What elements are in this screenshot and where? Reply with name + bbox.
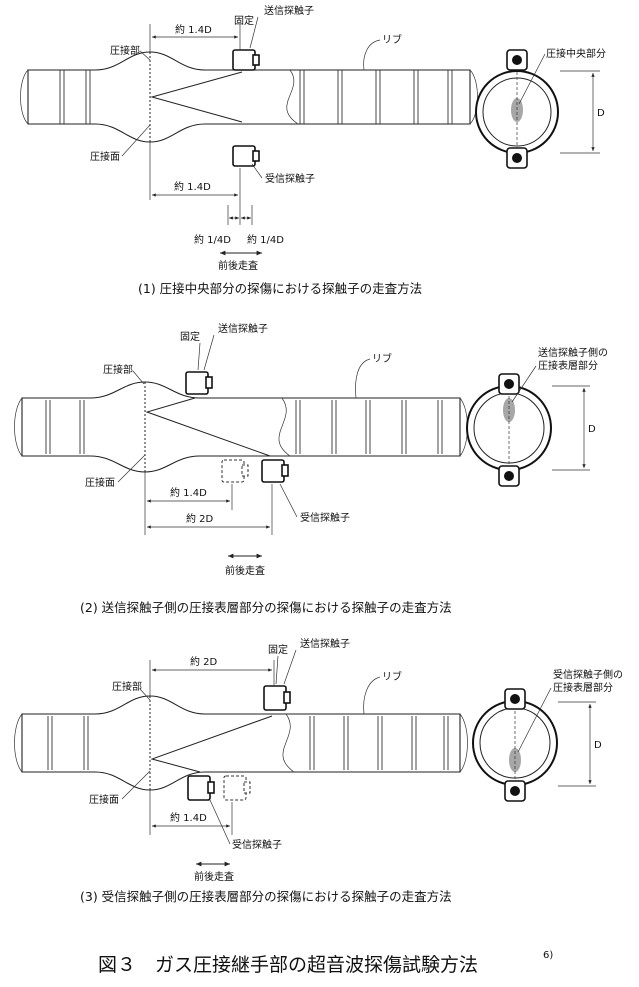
label-transmit-probe-3: 送信探触子 xyxy=(300,637,350,650)
receive-probe-1 xyxy=(232,145,260,167)
dim-2d-2: 約 2D xyxy=(186,512,214,525)
receive-probe-prev-2 xyxy=(221,459,249,483)
label-d-1: D xyxy=(597,108,605,119)
label-fixed-1: 固定 xyxy=(234,14,254,27)
label-rx-side-surface-line2-3: 圧接表層部分 xyxy=(553,681,613,694)
label-rib-2: リブ xyxy=(372,352,392,365)
label-d-2: D xyxy=(588,424,596,435)
label-weld-3: 圧接部 xyxy=(112,680,142,693)
beam-path-2 xyxy=(145,397,271,457)
panel-1: 約 1.4D 約 1.4D 約 1/4D 約 1/4D 前後走査 圧接部 圧接面… xyxy=(20,4,606,296)
label-rib-3: リブ xyxy=(382,670,402,683)
label-receive-probe-1: 受信探触子 xyxy=(265,172,315,185)
label-tx-side-surface-line2-2: 圧接表層部分 xyxy=(538,359,598,372)
caption-3: (3) 受信探触子側の圧接表層部分の探傷における探触子の走査方法 xyxy=(80,889,452,904)
caption-2: (2) 送信探触子側の圧接表層部分の探傷における探触子の走査方法 xyxy=(80,600,452,615)
label-receive-probe-2: 受信探触子 xyxy=(300,511,350,524)
cross-section-1 xyxy=(475,49,600,169)
label-rx-side-surface-line1-3: 受信探触子側の xyxy=(553,668,623,681)
transmit-probe-3 xyxy=(263,685,291,711)
scan-area-spot-3 xyxy=(509,748,521,772)
receive-probe-2 xyxy=(261,459,289,483)
transmit-probe-2 xyxy=(185,371,213,395)
dim-1-4d-bottom-1: 約 1.4D xyxy=(174,180,211,193)
beam-path-1 xyxy=(150,71,243,123)
transmit-probe-1 xyxy=(232,49,260,71)
label-tx-side-surface-line1-2: 送信探触子側の xyxy=(538,346,608,359)
panel-2: 約 1.4D 約 2D 前後走査 圧接部 圧接面 固定 送信探触子 受信探触子 … xyxy=(14,322,608,615)
scan-fore-aft-2: 前後走査 xyxy=(225,564,265,577)
dim-2d-3: 約 2D xyxy=(190,655,218,668)
dim-quarter-d-right-1: 約 1/4D xyxy=(247,233,284,246)
scan-fore-aft-3: 前後走査 xyxy=(194,870,234,883)
label-rib-1: リブ xyxy=(382,33,402,46)
label-fixed-2: 固定 xyxy=(180,330,200,343)
dim-1-4d-3: 約 1.4D xyxy=(170,811,207,824)
dim-quarter-d-left-1: 約 1/4D xyxy=(194,233,231,246)
label-weld-2: 圧接部 xyxy=(103,363,133,376)
rebar-2 xyxy=(21,381,461,473)
label-weld-1: 圧接部 xyxy=(110,44,140,57)
label-weld-face-2: 圧接面 xyxy=(85,476,115,489)
panel-3: 約 2D 約 1.4D 前後走査 圧接部 圧接面 固定 送信探触子 受信探触子 … xyxy=(14,637,623,904)
receive-probe-prev-3 xyxy=(223,775,251,801)
scan-fore-aft-1: 前後走査 xyxy=(218,259,258,272)
label-transmit-probe-1: 送信探触子 xyxy=(264,4,314,17)
dim-1-4d-2: 約 1.4D xyxy=(170,486,207,499)
label-d-3: D xyxy=(594,740,602,751)
beam-path-3 xyxy=(150,715,273,773)
scan-area-spot-2 xyxy=(503,398,515,422)
cross-section-3 xyxy=(472,688,596,802)
label-weld-face-1: 圧接面 xyxy=(90,150,120,163)
label-center-part-1: 圧接中央部分 xyxy=(546,47,606,60)
cross-section-2 xyxy=(466,373,590,487)
label-transmit-probe-2: 送信探触子 xyxy=(218,322,268,335)
figure-title: 図３ ガス圧接継手部の超音波探傷試験方法 xyxy=(98,954,478,976)
label-weld-face-3: 圧接面 xyxy=(89,793,119,806)
dim-1-4d-top-1: 約 1.4D xyxy=(175,23,212,36)
receive-probe-3 xyxy=(187,775,215,801)
label-receive-probe-3: 受信探触子 xyxy=(232,838,282,851)
caption-1: (1) 圧接中央部分の探傷における探触子の走査方法 xyxy=(138,281,422,296)
label-fixed-3: 固定 xyxy=(268,643,288,656)
figure-reference: 6) xyxy=(543,950,553,961)
